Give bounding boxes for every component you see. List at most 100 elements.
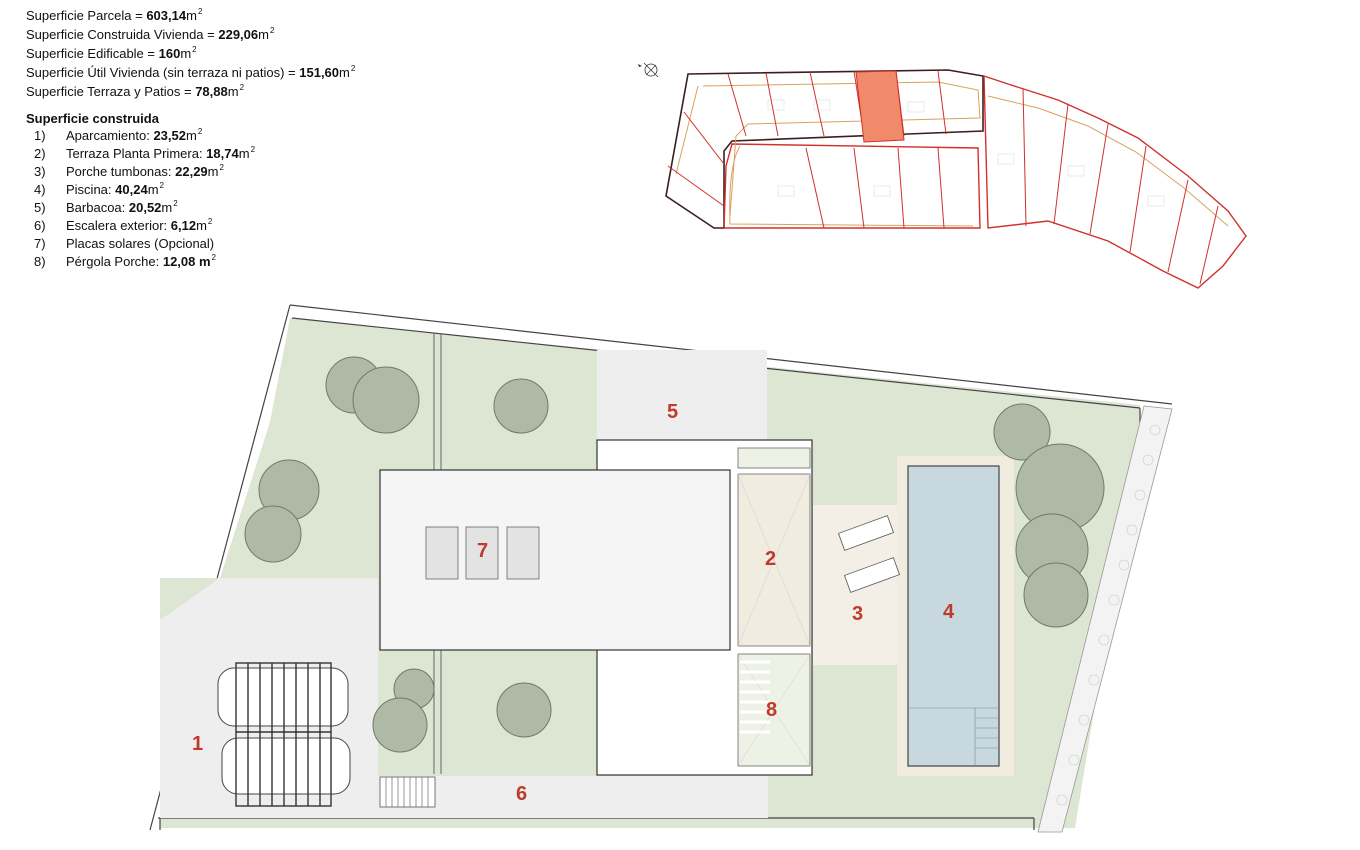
label-pool: 4 — [943, 601, 955, 623]
label: Superficie Construida Vivienda = — [26, 27, 219, 42]
label-porch-pergola: 8 — [766, 699, 777, 721]
label: Superficie Terraza y Patios = — [26, 84, 196, 99]
item-number: 1) — [34, 128, 46, 143]
pergola-slats — [740, 660, 770, 734]
built-area-item: 4) Piscina: 40,24m2 — [26, 181, 586, 199]
unit: m — [147, 182, 159, 197]
superscript: 2 — [219, 163, 224, 172]
label: Aparcamiento: — [66, 128, 154, 143]
item-number: 7) — [34, 236, 46, 251]
boundary-stone-wall — [1037, 405, 1173, 833]
item-number: 4) — [34, 182, 46, 197]
unit: m — [238, 146, 250, 161]
summary-line: Superficie Parcela = 603,14m2 — [26, 6, 586, 25]
value: 78,88 — [195, 84, 228, 99]
value: 229,06 — [218, 27, 259, 42]
plot-dividers — [667, 70, 1219, 285]
label-upper-terrace: 2 — [765, 548, 776, 570]
built-area-item: 5) Barbacoa: 20,52m2 — [26, 199, 586, 217]
item-text: Barbacoa: 20,52m2 — [66, 199, 178, 217]
superscript: 2 — [269, 26, 275, 35]
trees — [244, 356, 1105, 753]
item-text: Pérgola Porche: 12,08 m2 — [66, 253, 216, 271]
solar-panels — [425, 526, 540, 580]
label: Placas solares (Opcional) — [66, 236, 215, 251]
summary-line: Superficie Construida Vivienda = 229,06m… — [26, 25, 586, 44]
value: 40,24 — [115, 182, 148, 197]
built-area-item: 7) Placas solares (Opcional) — [26, 235, 586, 253]
summary-line: Superficie Terraza y Patios = 78,88m2 — [26, 82, 586, 101]
label: Piscina: — [66, 182, 116, 197]
label: Superficie Parcela = — [26, 8, 147, 23]
unit: m — [185, 128, 197, 143]
plots-outline-row-south — [723, 143, 981, 229]
value: 23,52 — [153, 128, 186, 143]
item-number: 2) — [34, 146, 46, 161]
summary-line: Superficie Edificable = 160m2 — [26, 44, 586, 63]
parking-paving-edge — [160, 578, 220, 620]
superscript: 2 — [197, 127, 203, 136]
value: 6,12 — [170, 218, 197, 233]
label-exterior-stair: 6 — [516, 783, 527, 805]
barbecue-paving — [597, 350, 767, 440]
plots-outline-east — [983, 75, 1247, 289]
site-plan-map — [638, 62, 1247, 289]
superscript: 2 — [207, 217, 213, 226]
house-floor-plan: 1 2 3 4 5 6 7 8 — [149, 304, 1173, 833]
item-number: 6) — [34, 218, 46, 233]
value: 18,74 — [206, 146, 239, 161]
unit: m — [207, 164, 219, 179]
pergola-frame — [737, 447, 811, 469]
label: Porche tumbonas: — [66, 164, 176, 179]
superscript: 2 — [192, 45, 197, 54]
item-text: Piscina: 40,24m2 — [66, 181, 164, 199]
item-text: Terraza Planta Primera: 18,74m2 — [66, 145, 255, 163]
value: 151,60 — [299, 65, 340, 80]
unit: m — [339, 65, 350, 80]
plot-annotations — [767, 99, 1165, 207]
superscript: 2 — [350, 64, 356, 73]
superscript: 2 — [211, 253, 216, 262]
parked-cars — [217, 667, 351, 795]
unit: m — [161, 200, 173, 215]
built-area-item: 3) Porche tumbonas: 22,29m2 — [26, 163, 586, 181]
unit: m — [258, 27, 269, 42]
label: Pérgola Porche: — [66, 254, 163, 269]
superscript: 2 — [250, 145, 256, 154]
plots-outline-row-north — [665, 69, 984, 229]
item-text: Placas solares (Opcional) — [66, 235, 214, 253]
superscript: 2 — [173, 199, 178, 208]
value: 160 — [158, 46, 181, 61]
label-lounge-porch: 3 — [852, 603, 863, 625]
stair-paving — [378, 776, 768, 818]
label-parking: 1 — [192, 733, 203, 755]
stair-steps — [385, 777, 429, 807]
label-solar-panels: 7 — [477, 540, 488, 562]
highlighted-plot — [855, 70, 905, 143]
built-area-item: 2) Terraza Planta Primera: 18,74m2 — [26, 145, 586, 163]
superscript: 2 — [239, 83, 245, 92]
divider-walls — [433, 333, 442, 774]
item-number: 5) — [34, 200, 46, 215]
label: Superficie Edificable = — [26, 46, 159, 61]
value: 12,08 m — [162, 254, 211, 269]
unit: m — [180, 46, 192, 61]
superscript: 2 — [159, 181, 164, 190]
item-text: Porche tumbonas: 22,29m2 — [66, 163, 224, 181]
built-area-item: 1) Aparcamiento: 23,52m2 — [26, 127, 586, 145]
exterior-stair — [379, 776, 436, 808]
swimming-pool — [907, 465, 1000, 767]
superscript: 2 — [197, 7, 203, 16]
value: 22,29 — [175, 164, 208, 179]
unit: m — [196, 218, 207, 233]
unit: m — [186, 8, 197, 23]
north-arrow-icon — [638, 62, 659, 78]
item-number: 3) — [34, 164, 46, 179]
item-text: Aparcamiento: 23,52m2 — [66, 127, 202, 145]
label: Barbacoa: — [66, 200, 129, 215]
unit: m — [227, 84, 239, 99]
item-number: 8) — [34, 254, 46, 269]
value: 603,14 — [146, 8, 187, 23]
